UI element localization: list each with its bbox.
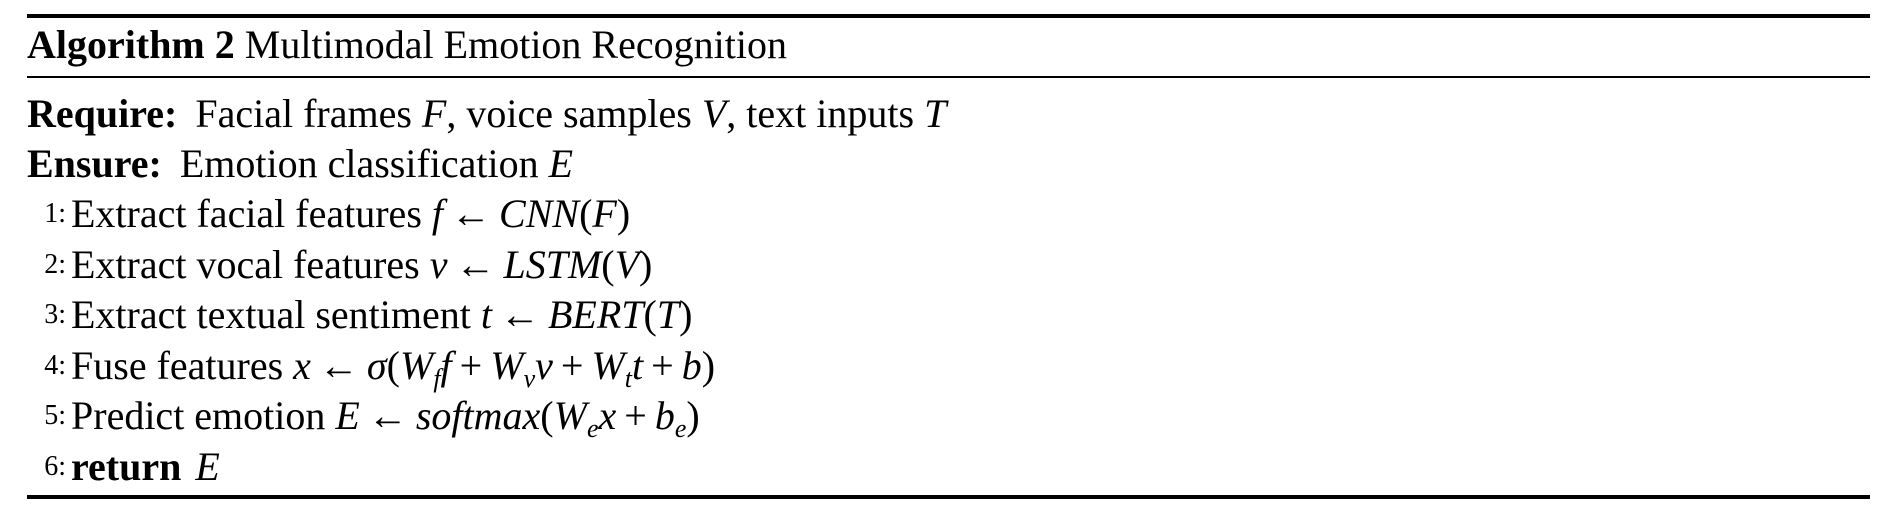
require-text: , voice samples (446, 91, 702, 136)
algorithm-step: 1: Extract facial features f←CNN(F) (0, 194, 1901, 239)
step-statement: Extract vocal features v←LSTM(V) (71, 242, 653, 287)
algorithm-title: Multimodal Emotion Recognition (244, 22, 787, 67)
bottom-rule (27, 495, 1870, 499)
require-keyword: Require: (27, 91, 178, 136)
caption-rule (27, 76, 1870, 78)
algorithm-caption: Algorithm 2 Multimodal Emotion Recogniti… (27, 25, 787, 65)
algorithm-step: 3: Extract textual sentiment t←BERT(T) (0, 295, 1901, 340)
ensure-text: Emotion classification (179, 141, 549, 186)
require-var-v: V (701, 91, 727, 136)
line-number: 6: (44, 451, 66, 482)
line-number: 2: (44, 249, 66, 280)
step-statement: Fuse features x←σ(Wff+Wvv+Wtt+b) (71, 343, 716, 393)
step-statement: Extract facial features f←CNN(F) (71, 191, 631, 236)
algorithm-label: Algorithm 2 (27, 22, 235, 67)
step-statement: Extract textual sentiment t←BERT(T) (71, 292, 693, 337)
top-rule (27, 14, 1870, 18)
step-statement: Predict emotion E←softmax(Wex+be) (71, 393, 700, 443)
algorithm-step: 5: Predict emotion E←softmax(Wex+be) (0, 393, 1901, 443)
ensure-var-e: E (548, 141, 574, 186)
return-keyword: return (71, 444, 182, 489)
line-number: 5: (44, 400, 66, 431)
require-text: Facial frames (195, 91, 422, 136)
require-text: , text inputs (726, 91, 925, 136)
algorithm-step: 2: Extract vocal features v←LSTM(V) (0, 245, 1901, 290)
require-var-t: T (924, 91, 947, 136)
require-line: Require: Facial frames F, voice samples V… (27, 94, 946, 134)
algorithm-step: 4: Fuse features x←σ(Wff+Wvv+Wtt+b) (0, 343, 1901, 393)
ensure-line: Ensure: Emotion classification E (27, 144, 573, 184)
require-var-f: F (421, 91, 447, 136)
ensure-keyword: Ensure: (27, 141, 162, 186)
line-number: 4: (44, 350, 66, 381)
line-number: 3: (44, 299, 66, 330)
line-number: 1: (44, 198, 66, 229)
